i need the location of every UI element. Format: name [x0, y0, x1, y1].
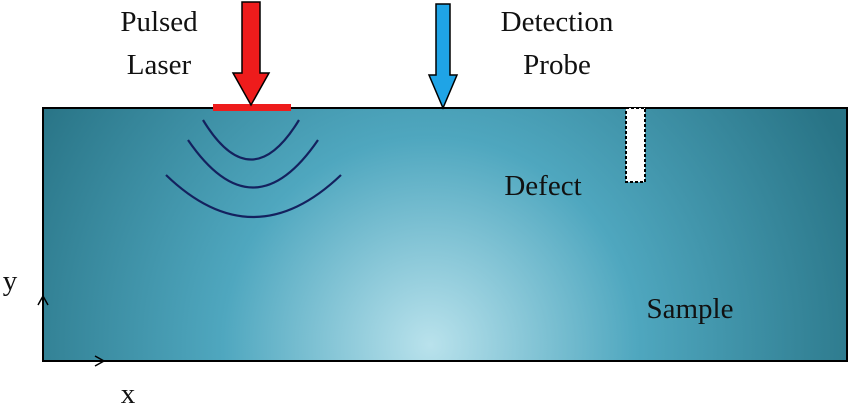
defect-label: Defect — [504, 170, 581, 202]
sample-block — [42, 107, 848, 362]
right-arrow-icon — [94, 355, 106, 367]
y-axis-label: y — [3, 265, 18, 297]
pulsed-laser-label-line1: Pulsed — [120, 6, 198, 38]
ultrasonic-wave-fronts — [165, 119, 342, 218]
x-axis-label: x — [121, 378, 136, 410]
wave-front — [202, 119, 300, 161]
down-arrow-icon — [427, 3, 459, 110]
wave-front — [165, 174, 342, 218]
sample-label: Sample — [647, 293, 734, 325]
defect-notch — [625, 107, 646, 183]
pulsed-laser-label-line2: Laser — [127, 49, 192, 81]
detection-probe-label-line2: Probe — [523, 49, 591, 81]
coordinate-axes: y x — [3, 265, 136, 410]
wave-front — [187, 139, 319, 189]
detection-probe-label-line1: Detection — [501, 6, 614, 38]
down-arrow-icon — [231, 1, 271, 107]
up-arrow-icon — [37, 294, 49, 306]
laser-spot — [213, 104, 291, 111]
